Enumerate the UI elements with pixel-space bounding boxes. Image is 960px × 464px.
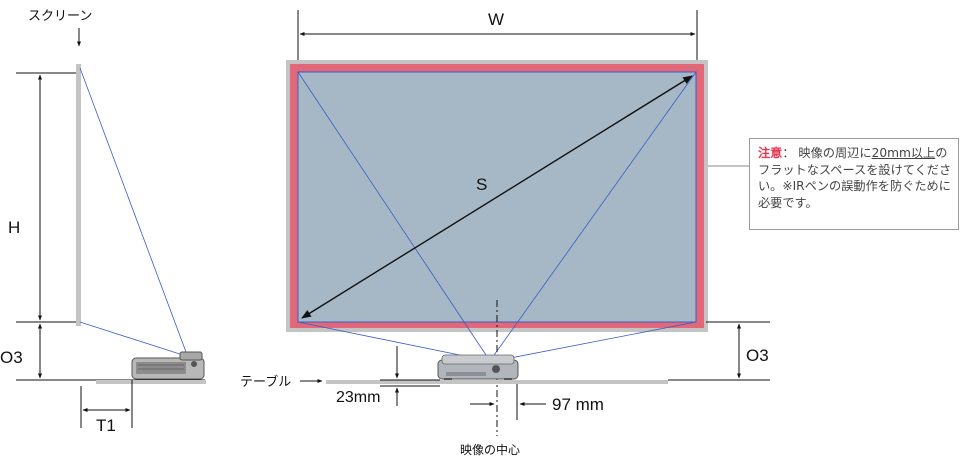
side-view: スクリーン H O3 T1 (0, 9, 206, 435)
projector-side-view (131, 351, 205, 380)
caution-colon: ： (782, 146, 795, 160)
caution-text-2: のフラットなスペースを設けてください。※IRペンの誤動作を防ぐために必要です。 (758, 146, 952, 210)
screen-side-view (76, 64, 81, 326)
image-center-label: 映像の中心 (460, 442, 520, 457)
o3-right-label: O3 (746, 346, 769, 365)
table-label: テーブル (240, 374, 291, 390)
s-diagonal-line (301, 75, 693, 319)
offset-97-label: 97 mm (552, 395, 604, 414)
front-view: W S テーブル 23mm (240, 10, 708, 457)
screen-label: スクリーン (28, 9, 92, 24)
caution-note: 注意： 映像の周辺に20mm以上のフラットなスペースを設けてください。※IRペン… (749, 138, 959, 230)
t1-label: T1 (96, 416, 116, 435)
w-label: W (488, 10, 504, 29)
o3-left-label: O3 (0, 348, 23, 367)
projector-front-view (437, 354, 519, 381)
right-dimension: O3 (668, 165, 770, 381)
table-front-view (326, 380, 668, 384)
caution-underlined: 20mm以上 (871, 146, 936, 160)
caution-text-1: 映像の周辺に (794, 146, 872, 160)
offset-23-label: 23mm (336, 389, 380, 406)
s-label: S (476, 175, 487, 194)
caution-label: 注意 (758, 146, 783, 160)
h-label: H (8, 218, 20, 237)
table-side-view (96, 380, 206, 384)
